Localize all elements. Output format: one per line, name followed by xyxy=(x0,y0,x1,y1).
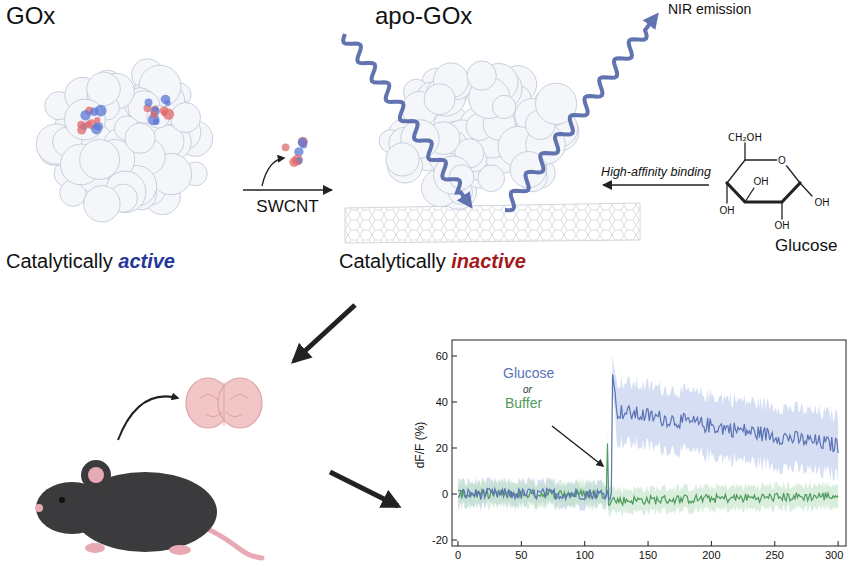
brain-slice xyxy=(186,378,262,428)
tick-label: 250 xyxy=(766,549,784,561)
buffer-band xyxy=(458,432,838,517)
figure-caption: Catalytically active xyxy=(6,250,175,273)
glucose-structure xyxy=(727,143,812,219)
flow-arrow xyxy=(330,472,398,506)
chart-frame xyxy=(452,340,846,546)
surface-blob xyxy=(170,103,200,133)
flow-arrow xyxy=(294,305,355,361)
series-label: Glucose xyxy=(503,366,554,381)
caption-part: Catalytically xyxy=(339,250,451,272)
caption-emphasis: inactive xyxy=(451,250,525,272)
surface-blob xyxy=(449,165,474,190)
figure-caption: Catalytically inactive xyxy=(339,250,526,273)
glucose-trace xyxy=(458,374,838,499)
atom-label: OH xyxy=(720,205,735,216)
surface-blob xyxy=(125,123,155,153)
tick-label: 0 xyxy=(442,488,448,500)
tick-label: 100 xyxy=(576,549,594,561)
edge-label: SWCNT xyxy=(254,198,320,217)
series-label: or xyxy=(523,384,532,395)
tick-label: 60 xyxy=(436,350,448,362)
axis-title: dF/F (%) xyxy=(414,422,427,469)
emission-label: NIR emission xyxy=(668,2,751,17)
cofactor xyxy=(77,105,106,135)
atom xyxy=(94,117,100,123)
atom-label: OH xyxy=(815,197,830,208)
figure-caption: Glucose xyxy=(775,236,837,256)
caption-emphasis: active xyxy=(118,250,175,272)
caption-part: Catalytically xyxy=(6,250,118,272)
figure-title: GOx xyxy=(6,2,55,30)
nanotube xyxy=(345,203,640,243)
tick-label: 20 xyxy=(436,442,448,454)
generated-art xyxy=(36,17,838,516)
light-wave xyxy=(343,34,469,204)
surface-blob xyxy=(467,61,496,90)
surface-blob xyxy=(492,95,515,118)
molecule-figure: Glucose xyxy=(712,125,847,260)
light-wave xyxy=(505,17,655,210)
tick-label: 300 xyxy=(825,549,843,561)
protein-surface xyxy=(36,59,213,222)
atom xyxy=(160,106,169,115)
atom xyxy=(77,125,86,134)
chart-traces xyxy=(458,356,838,517)
tick-label: -20 xyxy=(432,534,448,546)
figure-title: apo-GOx xyxy=(375,2,472,30)
atom xyxy=(282,143,290,151)
series-label: Buffer xyxy=(505,396,542,411)
surface-blob xyxy=(424,84,455,115)
surface-blob xyxy=(478,165,505,192)
atom xyxy=(150,111,157,118)
curved-arrow xyxy=(118,396,178,440)
enzyme-figure: apo-GOxCatalytically inactive xyxy=(335,0,600,285)
atom-label: OH xyxy=(775,220,790,231)
edge-label: High-affinity binding xyxy=(599,166,713,180)
cofactor xyxy=(282,137,308,167)
atom-label: CH₂OH xyxy=(728,132,762,143)
surface-blob xyxy=(80,140,120,180)
tick-label: 200 xyxy=(702,549,720,561)
surface-blob xyxy=(386,143,419,176)
release-arrow xyxy=(262,158,284,186)
atom xyxy=(298,137,308,147)
atom xyxy=(90,107,99,116)
atom-label: OH xyxy=(754,176,769,187)
mouse xyxy=(35,460,262,558)
atom xyxy=(85,121,92,128)
surface-blob xyxy=(84,186,120,222)
tick-label: 40 xyxy=(436,396,448,408)
atom xyxy=(80,110,90,120)
atom xyxy=(289,157,299,167)
protein-surface xyxy=(379,61,579,209)
tick-label: 0 xyxy=(455,549,461,561)
atom xyxy=(145,99,153,107)
reaction-arrow xyxy=(603,184,709,186)
surface-blob xyxy=(139,65,181,107)
atom xyxy=(298,138,307,147)
reaction-arrow xyxy=(243,189,332,191)
tick-label: 150 xyxy=(639,549,657,561)
enzyme-figure: GOxCatalytically active xyxy=(0,0,240,285)
tick-label: 50 xyxy=(515,549,527,561)
atom xyxy=(161,95,171,105)
atom-label: O xyxy=(777,155,787,166)
atom xyxy=(94,122,103,131)
cofactor xyxy=(144,95,175,126)
pointer-arrow xyxy=(552,426,603,466)
